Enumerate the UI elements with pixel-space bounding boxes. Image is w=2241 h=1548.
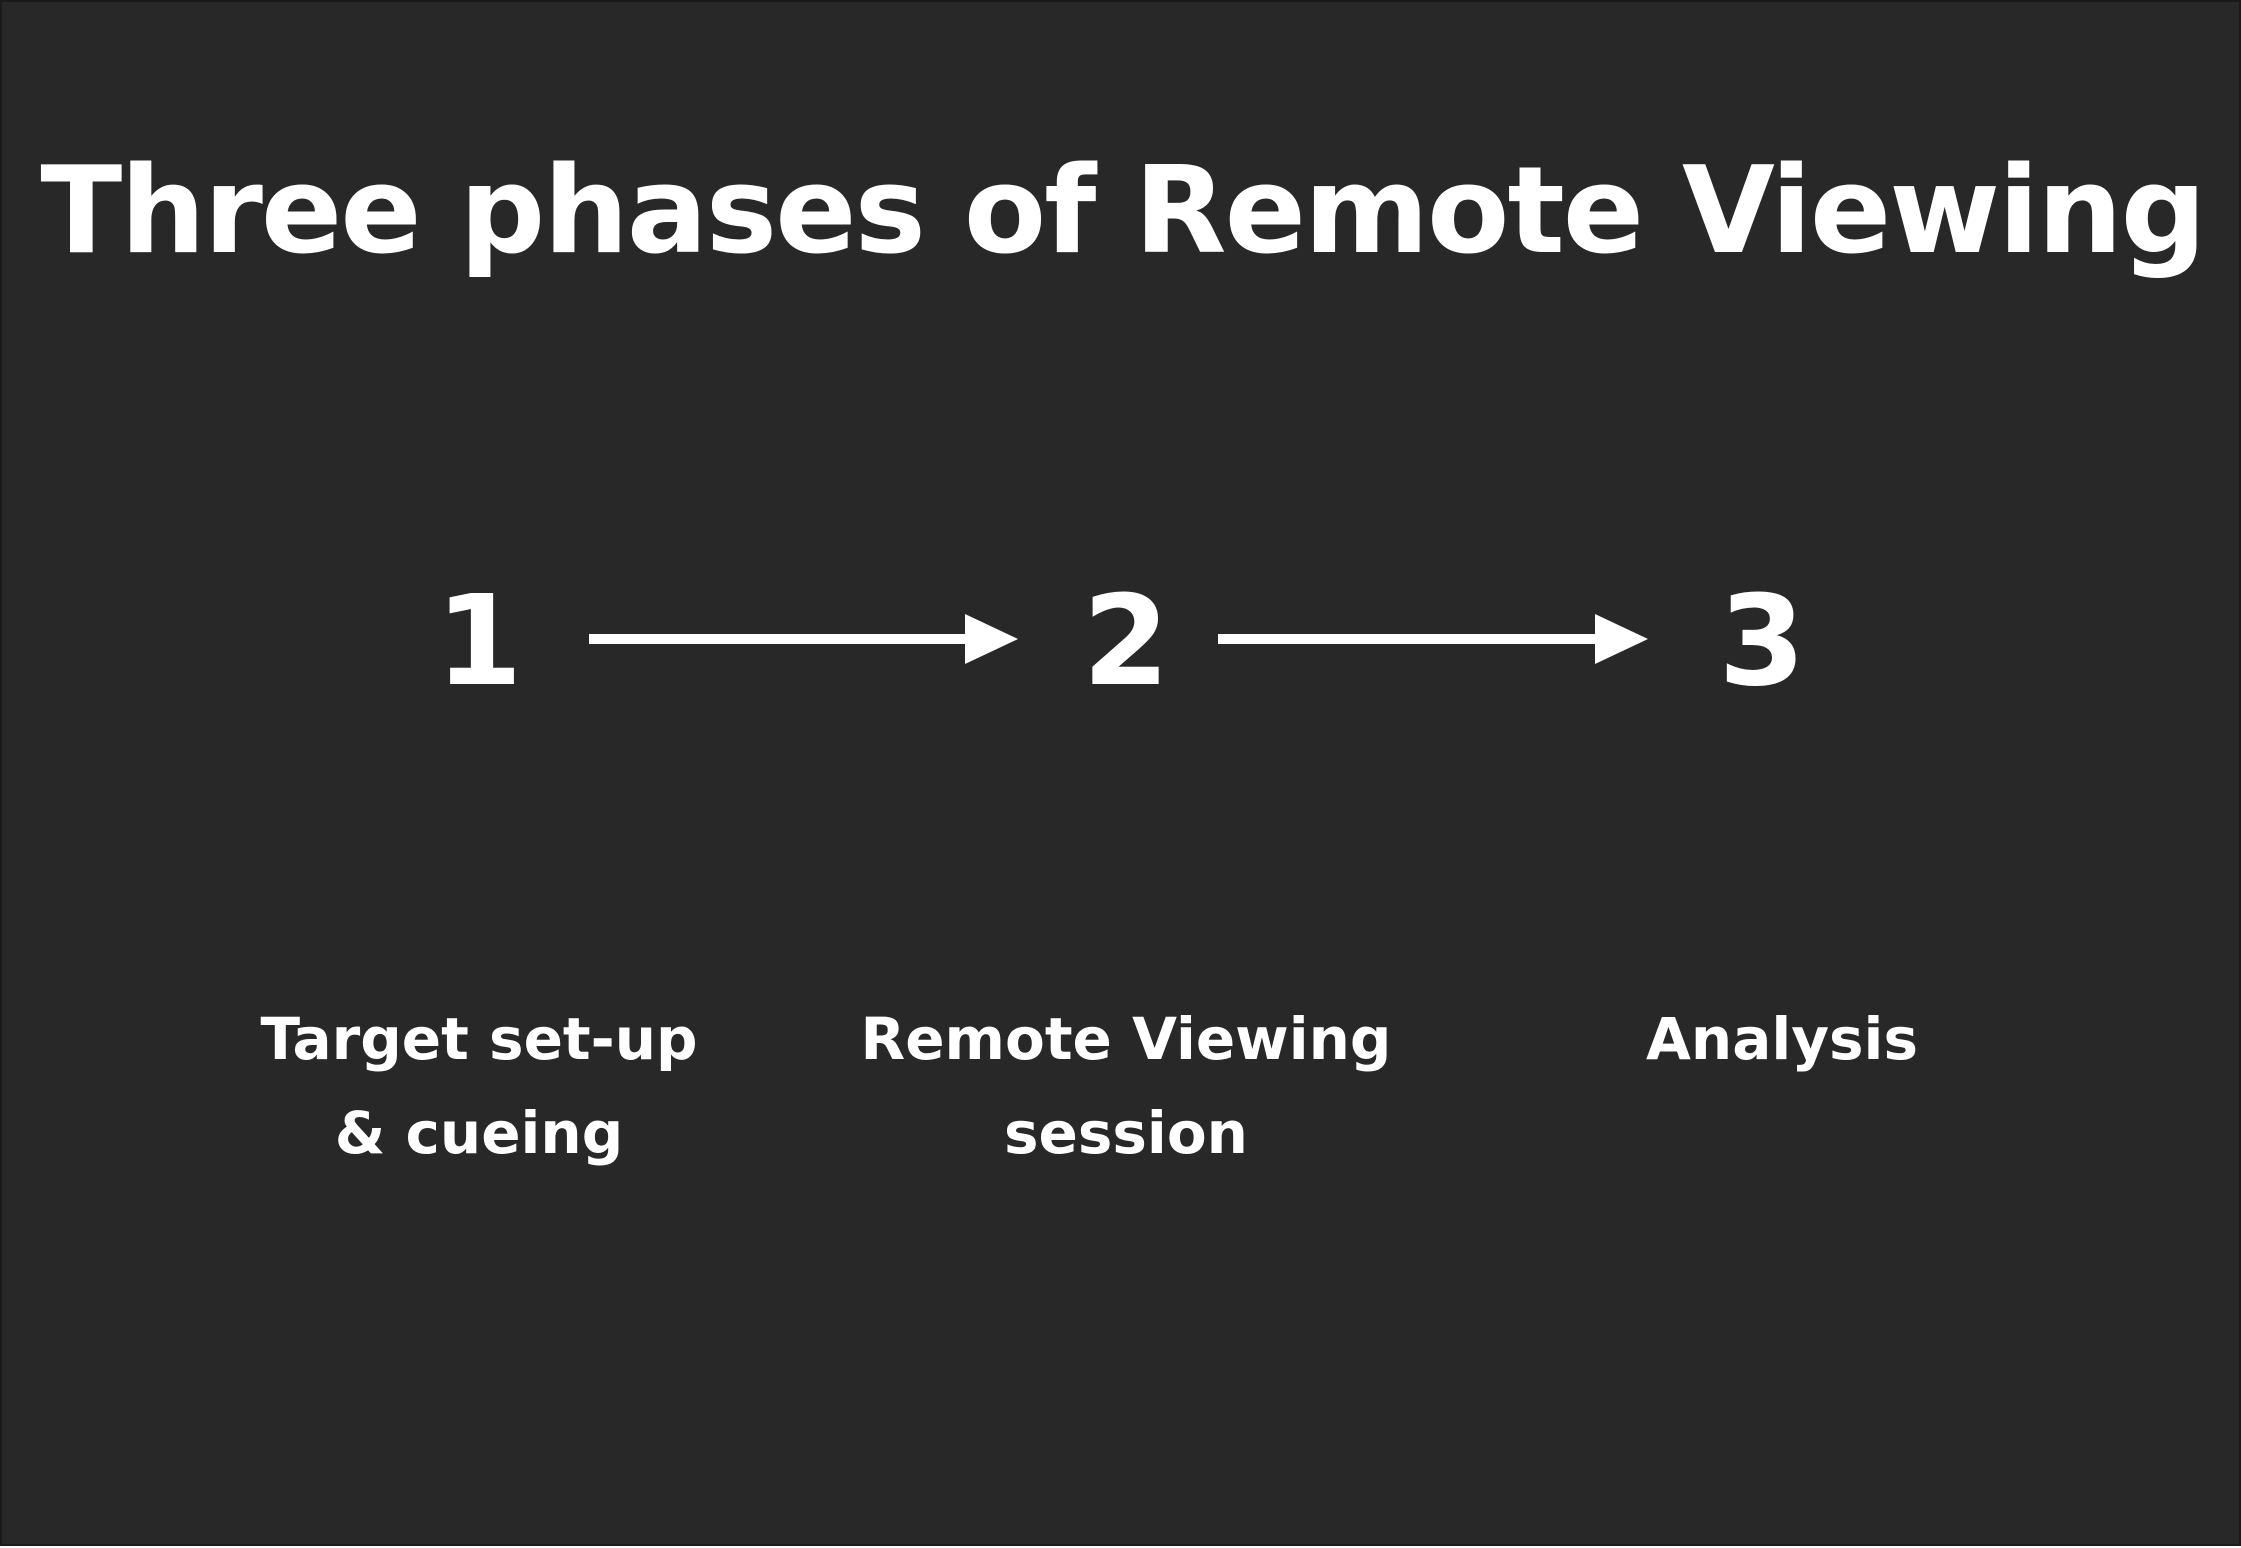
arrow-2-to-3 — [1218, 614, 1648, 664]
phase-2-number: 2 — [1082, 569, 1170, 714]
arrow-1-to-2 — [589, 614, 1018, 664]
slide-title: Three phases of Remote Viewing — [40, 142, 2206, 281]
phase-3-number: 3 — [1718, 569, 1806, 714]
arrow-1-head — [965, 614, 1018, 664]
phase-3-label: Analysis — [1646, 1005, 1918, 1073]
arrow-2-head — [1595, 614, 1648, 664]
phase-1-number: 1 — [435, 569, 523, 714]
phase-1-label: Target set-up & cueing — [260, 1005, 698, 1167]
phase-2-label: Remote Viewing session — [860, 1005, 1392, 1167]
